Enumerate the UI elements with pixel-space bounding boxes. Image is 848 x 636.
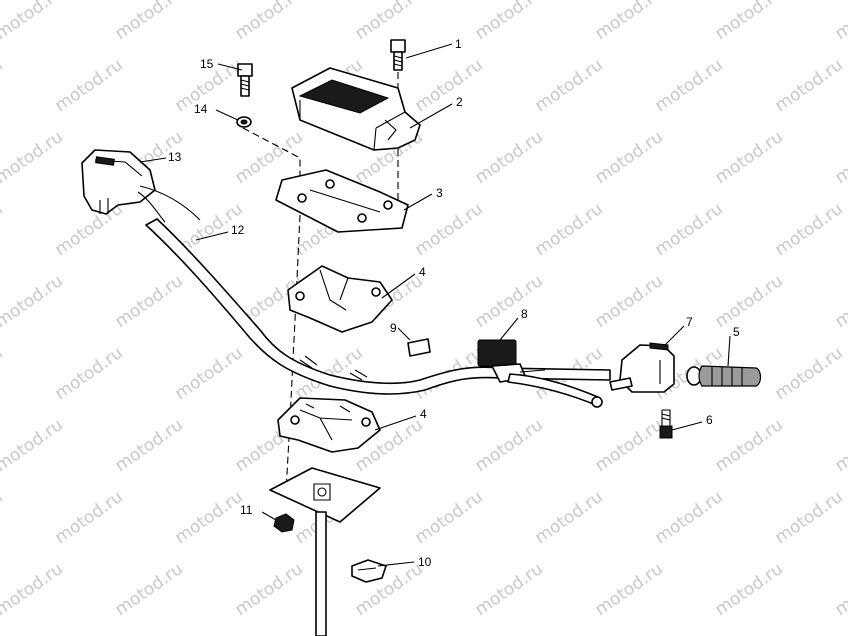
watermark-text: motod.ru — [651, 199, 726, 260]
top-plate-part — [275, 169, 409, 233]
switch-housing-part — [81, 149, 201, 223]
watermark-text: motod.ru — [471, 415, 546, 476]
callout-1: 1 — [455, 37, 462, 51]
watermark-text: motod.ru — [51, 199, 126, 260]
watermark-text: motod.ru — [711, 415, 786, 476]
leader-lines — [139, 43, 731, 567]
callout-4-upper: 4 — [419, 265, 426, 279]
watermark-text: motod.ru — [171, 343, 246, 404]
callout-7: 7 — [686, 315, 693, 329]
block-part — [407, 338, 431, 357]
watermark-text: motod.ru — [711, 559, 786, 620]
clip-part — [351, 559, 387, 583]
watermark-text: motod.ru — [0, 487, 7, 548]
callout-15: 15 — [200, 57, 214, 71]
watermark-text: motod.ru — [831, 559, 848, 620]
watermark-text: motod.ru — [0, 127, 67, 188]
watermark-text: motod.ru — [471, 559, 546, 620]
throttle-housing-part — [609, 342, 675, 393]
watermark-text: motod.ru — [771, 199, 846, 260]
watermark-text: motod.ru — [111, 559, 186, 620]
watermark-text: motod.ru — [531, 55, 606, 116]
bolt-part — [390, 39, 406, 71]
watermark-text: motod.ru — [231, 559, 306, 620]
watermark-text: motod.ru — [51, 55, 126, 116]
callout-13: 13 — [168, 150, 182, 164]
callout-3: 3 — [436, 186, 443, 200]
watermark-text: motod.ru — [831, 271, 848, 332]
alignment-line-stem — [285, 214, 301, 493]
watermark-text: motod.ru — [0, 271, 67, 332]
watermark-text: motod.ru — [411, 199, 486, 260]
watermark-text: motod.ru — [0, 0, 67, 44]
watermark-text: motod.ru — [591, 415, 666, 476]
watermark-text: motod.ru — [111, 0, 186, 44]
watermark-text: motod.ru — [111, 271, 186, 332]
watermark-text: motod.ru — [531, 199, 606, 260]
watermark-text: motod.ru — [771, 55, 846, 116]
washer-part — [236, 116, 252, 128]
handlebar-part — [145, 218, 611, 395]
watermark-text: motod.ru — [591, 0, 666, 44]
watermark-text: motod.ru — [591, 127, 666, 188]
watermark-text: motod.ru — [771, 487, 846, 548]
watermark-text: motod.ru — [51, 487, 126, 548]
watermark-text: motod.ru — [831, 127, 848, 188]
watermark-text: motod.ru — [771, 343, 846, 404]
callout-11: 11 — [240, 503, 253, 517]
watermark-text: motod.ru — [0, 55, 7, 116]
watermark-text: motod.ru — [51, 343, 126, 404]
screw-part — [659, 409, 673, 439]
watermark-text: motod.ru — [651, 55, 726, 116]
watermark-text: motod.ru — [831, 415, 848, 476]
lower-clamp-part — [277, 397, 381, 453]
callout-9: 9 — [390, 321, 397, 335]
watermark-text: motod.ru — [591, 271, 666, 332]
watermark-text: motod.ru — [231, 0, 306, 44]
watermark-text: motod.ru — [651, 487, 726, 548]
watermark-text: motod.ru — [111, 415, 186, 476]
callout-4-lower: 4 — [420, 407, 427, 421]
watermark-text: motod.ru — [711, 0, 786, 44]
callout-12: 12 — [231, 223, 245, 237]
callout-10: 10 — [418, 555, 432, 569]
watermark-layer: motod.ru motod.ru motod.ru motod.ru motod.ru… — [0, 0, 848, 620]
upper-clamp-part — [287, 265, 393, 333]
watermark-text: motod.ru — [531, 487, 606, 548]
watermark-text: motod.ru — [711, 127, 786, 188]
nut-part-11 — [273, 513, 295, 533]
watermark-text: motod.ru — [351, 0, 426, 44]
grip-part — [686, 365, 762, 387]
watermark-text: motod.ru — [0, 559, 67, 620]
callout-8: 8 — [521, 307, 528, 321]
watermark-text: motod.ru — [591, 559, 666, 620]
callout-5: 5 — [733, 325, 740, 339]
bolt-part-15 — [237, 63, 253, 97]
watermark-text: motod.ru — [831, 0, 848, 44]
callout-2: 2 — [456, 95, 463, 109]
watermark-text: motod.ru — [471, 0, 546, 44]
watermark-text: motod.ru — [471, 271, 546, 332]
watermark-text: motod.ru — [0, 199, 7, 260]
brake-lever-part — [477, 339, 603, 408]
watermark-text: motod.ru — [411, 55, 486, 116]
watermark-text: motod.ru — [0, 343, 7, 404]
callout-6: 6 — [706, 413, 713, 427]
watermark-text: motod.ru — [471, 127, 546, 188]
handlebar-pad-part — [291, 67, 421, 151]
watermark-text: motod.ru — [0, 415, 67, 476]
callout-14: 14 — [194, 102, 208, 116]
watermark-text: motod.ru — [171, 487, 246, 548]
steering-post-part — [315, 511, 327, 636]
watermark-text: motod.ru — [711, 271, 786, 332]
watermark-text: motod.ru — [411, 487, 486, 548]
